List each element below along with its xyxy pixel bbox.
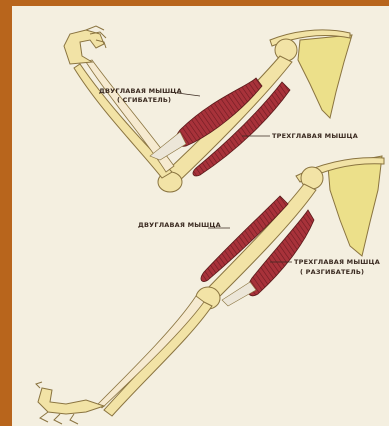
label-top-triceps: ТРЕХГЛАВАЯ МЫШЦА <box>272 132 358 140</box>
label-top-biceps: ДВУГЛАВАЯ МЫШЦА <box>99 87 182 95</box>
label-bottom-triceps-role: ( РАЗГИБАТЕЛЬ) <box>300 268 364 276</box>
label-bottom-triceps: ТРЕХГЛАВАЯ МЫШЦА <box>294 258 380 266</box>
label-top-biceps-role: ( СГИБАТЕЛЬ) <box>117 96 171 104</box>
label-bottom-biceps: ДВУГЛАВАЯ МЫШЦА <box>138 221 221 229</box>
